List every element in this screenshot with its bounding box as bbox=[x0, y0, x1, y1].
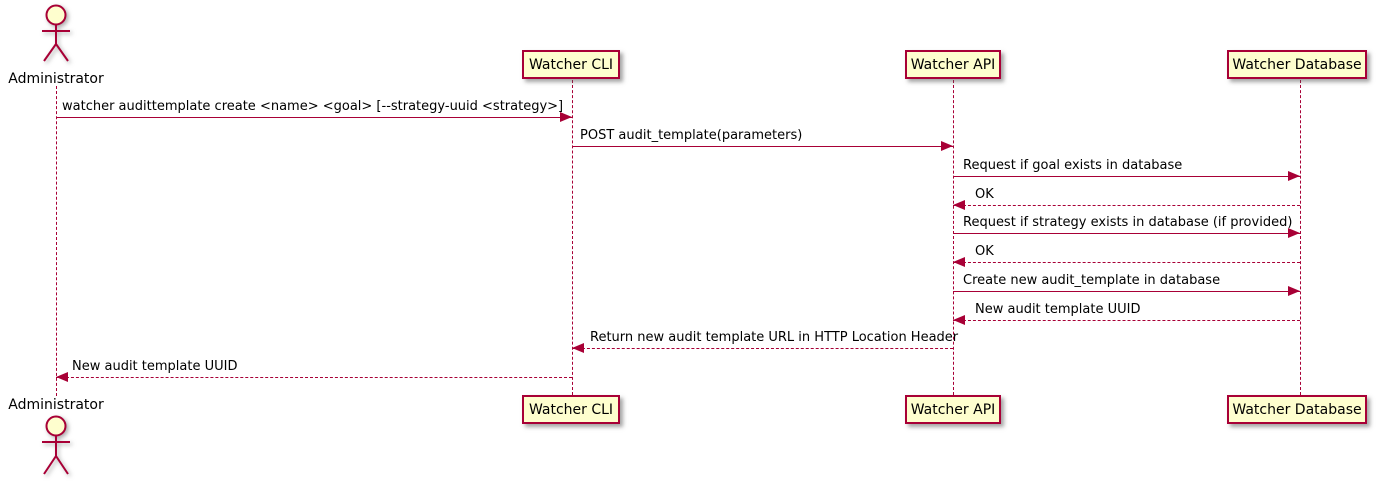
actor-label: Administrator bbox=[8, 71, 104, 87]
message-arrow bbox=[572, 141, 953, 151]
participant-watcher-cli-top: Watcher CLI bbox=[522, 50, 620, 79]
message-label: Request if strategy exists in database (… bbox=[963, 215, 1293, 230]
participant-watcher-api-bottom: Watcher API bbox=[905, 395, 1001, 424]
message-arrow bbox=[953, 315, 1300, 325]
message-arrow bbox=[56, 112, 572, 122]
message-arrow bbox=[953, 171, 1300, 181]
message-arrow bbox=[953, 257, 1300, 267]
message-label: New audit template UUID bbox=[975, 302, 1141, 317]
lifeline-watcher-database bbox=[1300, 80, 1301, 395]
message-arrow bbox=[953, 228, 1300, 238]
participant-watcher-api-top: Watcher API bbox=[905, 50, 1001, 79]
message-label: POST audit_template(parameters) bbox=[580, 128, 803, 143]
actor-administrator-bottom: Administrator bbox=[0, 396, 121, 483]
message-arrow bbox=[953, 200, 1300, 210]
lifeline-watcher-cli bbox=[572, 80, 573, 395]
message-label: Create new audit_template in database bbox=[963, 273, 1221, 288]
actor-icon bbox=[24, 414, 88, 483]
message-label: OK bbox=[975, 244, 994, 259]
actor-label: Administrator bbox=[8, 397, 104, 413]
lifeline-watcher-api bbox=[953, 80, 954, 395]
message-label: New audit template UUID bbox=[72, 359, 238, 374]
message-label: watcher audittemplate create <name> <goa… bbox=[62, 99, 564, 114]
message-label: OK bbox=[975, 187, 994, 202]
message-arrow bbox=[953, 286, 1300, 296]
message-arrow bbox=[56, 372, 572, 382]
lifeline-administrator bbox=[56, 86, 57, 396]
participant-watcher-cli-bottom: Watcher CLI bbox=[522, 395, 620, 424]
message-label: Request if goal exists in database bbox=[963, 158, 1183, 173]
actor-icon bbox=[24, 2, 88, 70]
actor-administrator-top: Administrator bbox=[0, 2, 121, 88]
message-arrow bbox=[572, 343, 953, 353]
participant-watcher-database-bottom: Watcher Database bbox=[1227, 395, 1367, 424]
participant-watcher-database-top: Watcher Database bbox=[1227, 50, 1367, 79]
message-label: Return new audit template URL in HTTP Lo… bbox=[590, 330, 959, 345]
